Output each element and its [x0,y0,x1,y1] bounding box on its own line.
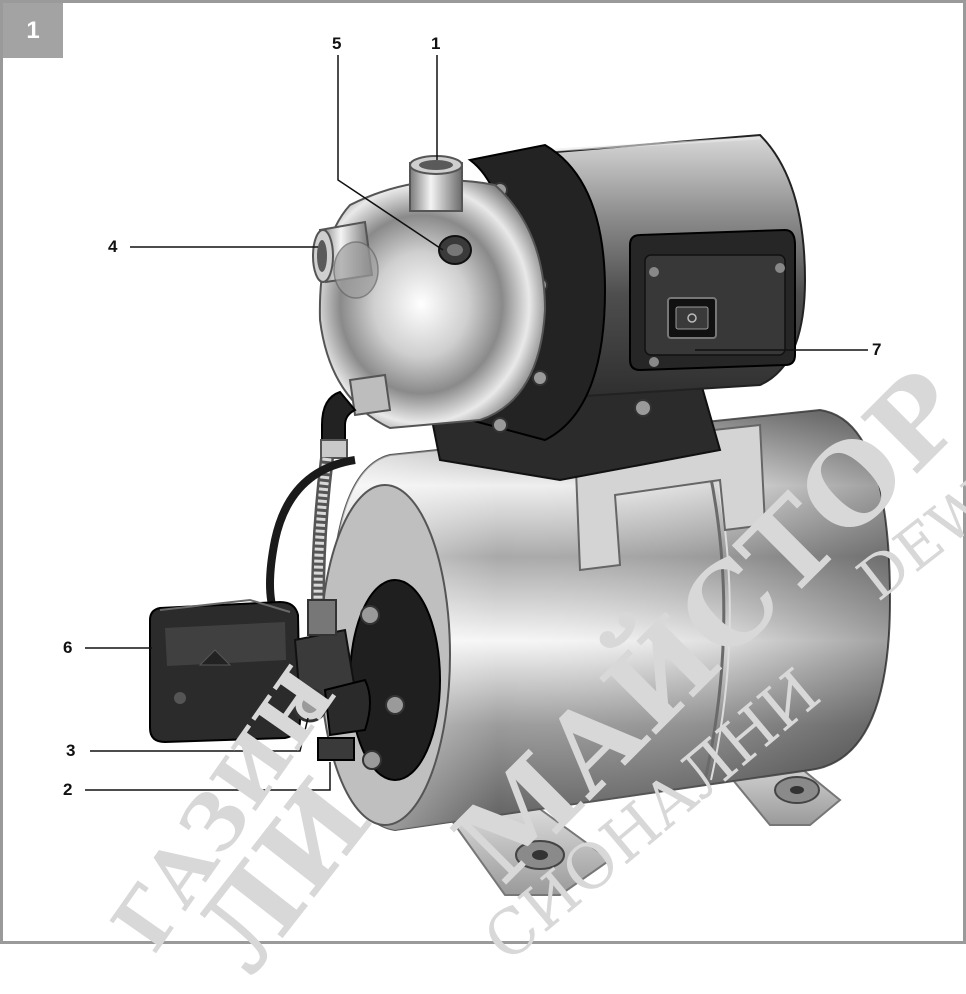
pump-illustration [85,55,892,896]
callout-label-3: 3 [66,741,76,760]
callout-label-7: 7 [872,340,882,359]
figure-number-badge: 1 [3,3,63,58]
leader-line-5 [337,55,444,251]
callout-label-2: 2 [63,780,73,799]
leader-line-3 [90,717,309,752]
callout-label-1: 1 [431,34,441,53]
callout-label-4: 4 [108,237,118,256]
leader-line-2 [85,762,331,791]
callout-label-5: 5 [332,34,342,53]
callout-label-6: 6 [63,638,73,657]
